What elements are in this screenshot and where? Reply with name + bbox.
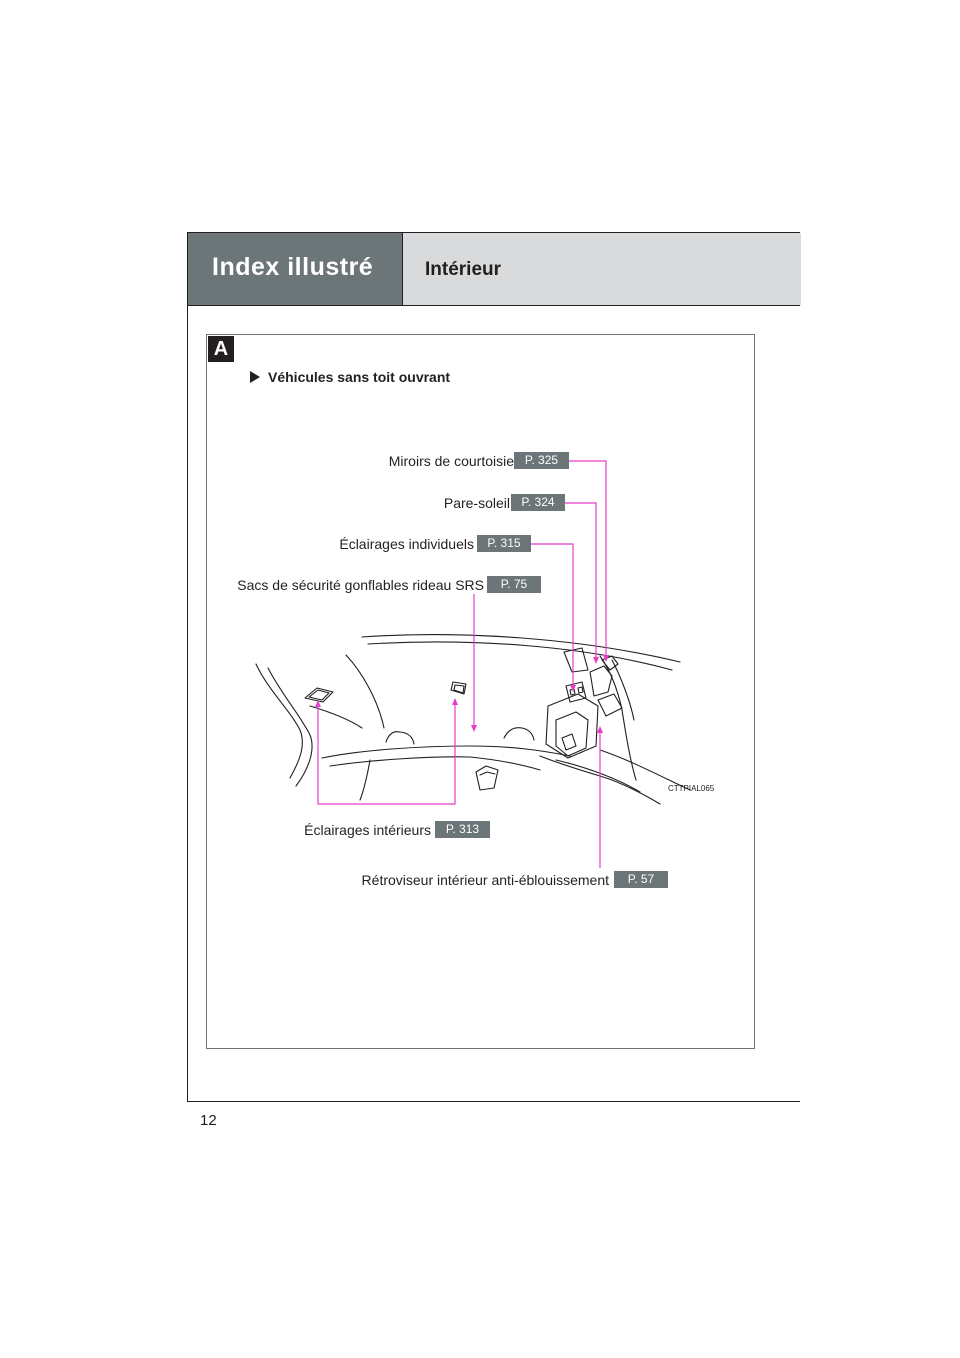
callout-label-mirror: Rétroviseur intérieur anti-éblouissement — [361, 872, 609, 888]
subheading-text: Véhicules sans toit ouvrant — [268, 369, 451, 385]
header-divider — [188, 305, 800, 306]
leader-courtesy-mirror — [569, 460, 607, 660]
callout-label-personal-lights: Éclairages individuels — [339, 536, 474, 552]
illustration-box — [206, 334, 755, 1049]
page-number: 12 — [200, 1112, 217, 1129]
leader-personal-lights — [531, 543, 574, 690]
callout-ref-personal-lights[interactable]: P. 315 — [477, 535, 531, 552]
page-frame-bottom — [187, 1101, 800, 1102]
leader-sun-visor — [565, 502, 597, 662]
page-title: Intérieur — [425, 259, 502, 280]
image-code: CTTPIAL065 — [668, 784, 715, 793]
sun-visor-shape — [545, 693, 599, 759]
callout-label-courtesy-mirror: Miroirs de courtoisie — [388, 453, 514, 469]
leader-interior-lights — [317, 700, 456, 805]
callout-label-sun-visor: Pare-soleil — [443, 495, 510, 511]
callout-ref-interior-lights[interactable]: P. 313 — [435, 821, 490, 838]
callout-ref-srs-curtain[interactable]: P. 75 — [487, 576, 541, 593]
figure-tab: A — [208, 336, 234, 362]
roof-edge-line — [361, 634, 681, 663]
callout-ref-courtesy-mirror[interactable]: P. 325 — [514, 452, 569, 469]
figure-subheading: Véhicules sans toit ouvrant — [250, 369, 450, 385]
callout-ref-sun-visor[interactable]: P. 324 — [511, 494, 565, 511]
arrow-right-icon — [250, 371, 260, 383]
section-title: Index illustré — [212, 253, 374, 281]
page-header: Intérieur — [402, 233, 801, 305]
page-frame-top — [187, 232, 800, 233]
section-header: Index illustré — [188, 233, 402, 305]
callout-label-srs-curtain: Sacs de sécurité gonflables rideau SRS — [237, 577, 484, 593]
callout-label-interior-lights: Éclairages intérieurs — [304, 822, 431, 838]
callout-ref-mirror[interactable]: P. 57 — [614, 871, 668, 888]
page-frame-left — [187, 232, 188, 1102]
